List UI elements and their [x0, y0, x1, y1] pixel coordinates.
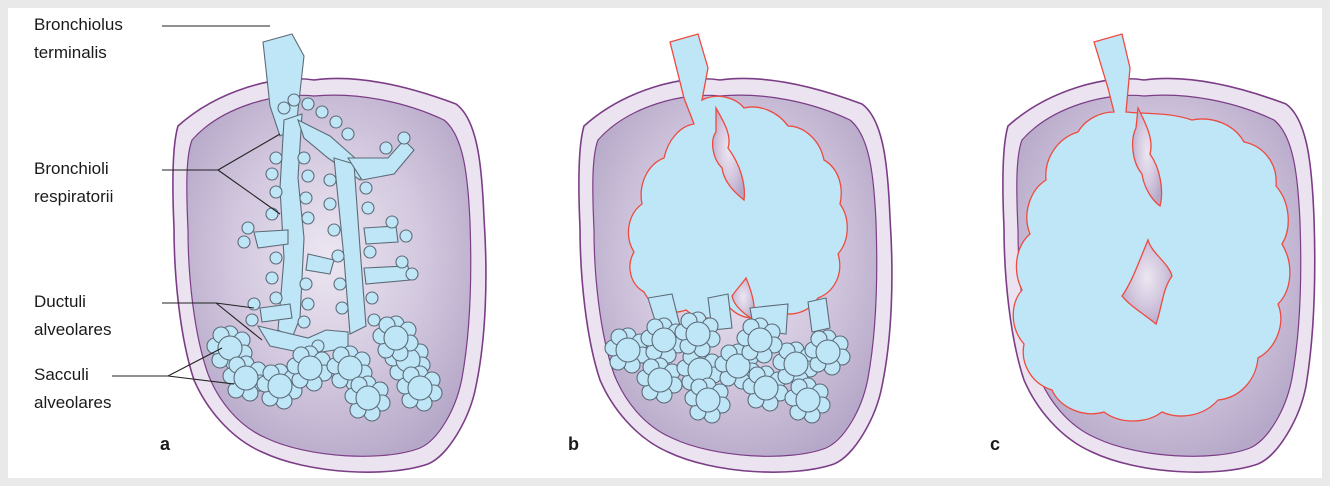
lung-acinus-diagram: Bronchiolus terminalis Bronchioli respir… [8, 8, 1322, 478]
panel-c: c [990, 34, 1315, 472]
label-bronchioli-respiratorii-line2: respiratorii [34, 187, 113, 206]
label-ductuli-alveolares-line1: Ductuli [34, 292, 86, 311]
label-ductuli-alveolares-line2: alveolares [34, 320, 112, 339]
panel-a: Bronchiolus terminalis Bronchioli respir… [34, 15, 486, 472]
panel-letter-c: c [990, 434, 1000, 454]
figure-frame: Bronchiolus terminalis Bronchioli respir… [8, 8, 1322, 478]
label-bronchioli-respiratorii-line1: Bronchioli [34, 159, 109, 178]
panel-letter-b: b [568, 434, 579, 454]
label-sacculi-alveolares-line1: Sacculi [34, 365, 89, 384]
panel-b: b [568, 34, 892, 472]
label-sacculi-alveolares-line2: alveolares [34, 393, 112, 412]
panel-letter-a: a [160, 434, 171, 454]
label-bronchiolus-terminalis-line2: terminalis [34, 43, 107, 62]
label-bronchiolus-terminalis-line1: Bronchiolus [34, 15, 123, 34]
